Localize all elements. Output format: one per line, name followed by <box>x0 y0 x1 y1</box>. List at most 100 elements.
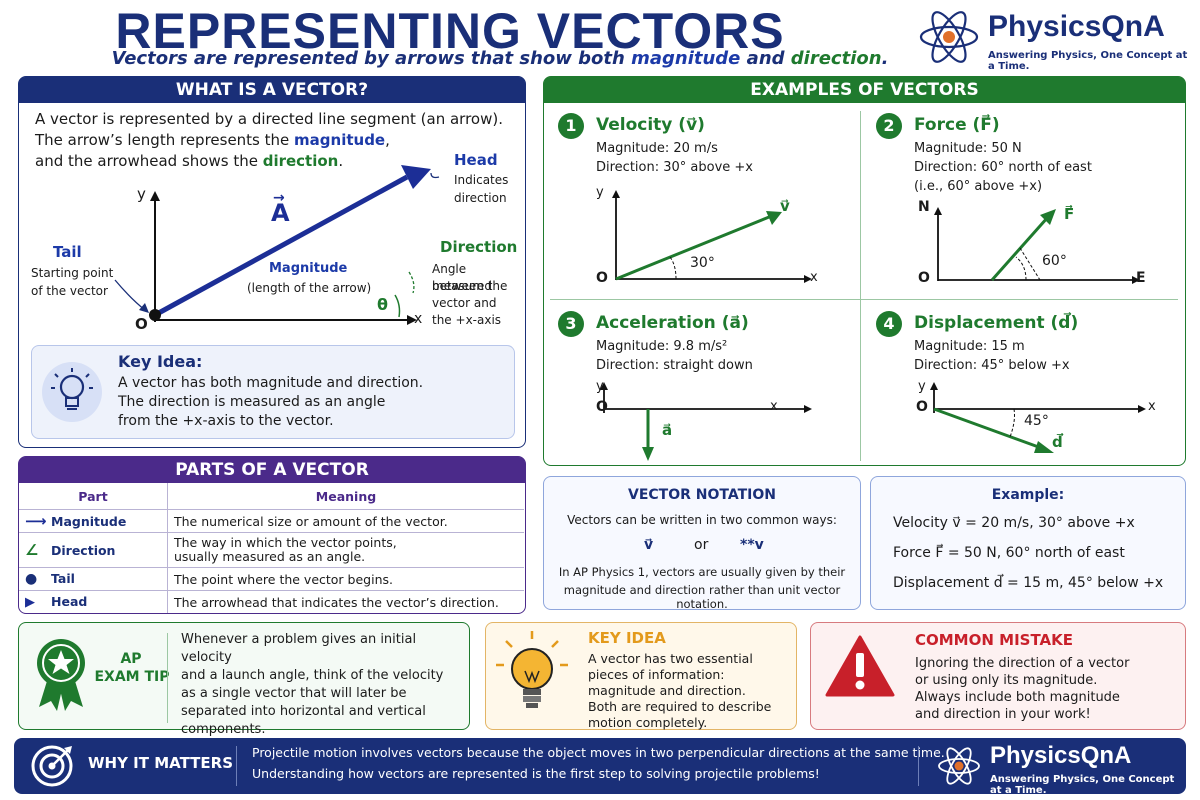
target-icon <box>31 745 73 787</box>
examples-heading: EXAMPLES OF VECTORS <box>544 77 1185 103</box>
example-4-axis-x: x <box>1148 399 1156 414</box>
arrow-right-icon: ⟶ <box>25 512 47 530</box>
theta-label: θ <box>377 295 388 314</box>
tail-desc-2: of the vector <box>31 284 108 298</box>
example-1-title: Velocity (v⃗) <box>596 115 705 135</box>
magnitude-desc: (length of the arrow) <box>247 281 372 295</box>
what-line1: A vector is represented by a directed li… <box>35 110 503 128</box>
head-label: Head <box>454 151 498 169</box>
magnitude-label: Magnitude <box>269 261 348 276</box>
notation-form1: v⃗ <box>644 537 654 553</box>
example-box-line1: Velocity v⃗ = 20 m/s, 30° above +x <box>893 515 1135 531</box>
key-idea-line1: A vector has both magnitude and directio… <box>118 375 424 391</box>
example-3-diagram <box>600 382 812 461</box>
footer-divider-2 <box>918 746 919 786</box>
footer-brand-tagline: Answering Physics, One Concept at a Time… <box>990 774 1175 796</box>
diagram-vector-label: A <box>271 199 290 227</box>
example-1-origin: O <box>596 270 608 286</box>
example-1-angle: 30° <box>690 255 715 271</box>
key-idea-2-box: KEY IDEA A vector has two essential piec… <box>485 622 797 730</box>
key-idea-2-text: A vector has two essential pieces of inf… <box>588 651 772 730</box>
table-row: ▶Head The arrowhead that indicates the v… <box>19 590 524 613</box>
tail-desc-1: Starting point <box>31 266 114 280</box>
diagram-axis-y: y <box>137 185 146 203</box>
head-desc-2: direction <box>454 191 507 205</box>
footer-line2: Understanding how vectors are represente… <box>252 766 820 781</box>
ap-tip-title2: EXAM TIP <box>94 669 170 685</box>
warning-icon <box>825 635 895 697</box>
example-1-axis-y: y <box>596 185 604 200</box>
triangle-icon: ▶ <box>25 595 35 610</box>
example-2-origin: O <box>918 270 930 286</box>
what-line2: The arrow’s length represents the magnit… <box>35 131 390 149</box>
table-row: ●Tail The point where the vector begins. <box>19 567 524 591</box>
example-3-vector: a⃗ <box>662 421 673 439</box>
example-1-diagram <box>612 190 812 283</box>
vector-diagram <box>114 165 440 325</box>
example-2-mag: Magnitude: 50 N <box>914 141 1022 156</box>
key-idea-line2: The direction is measured as an angle <box>118 394 386 410</box>
examples-hdivider <box>550 299 1178 300</box>
diagram-axis-x: x <box>414 311 423 327</box>
example-1-axis-x: x <box>810 270 818 285</box>
example-3-dir: Direction: straight down <box>596 358 753 373</box>
diagram-origin: O <box>135 315 148 333</box>
example-4-diagram <box>930 382 1146 453</box>
example-3-axis-y: y <box>596 379 604 394</box>
parts-panel: PARTS OF A VECTOR Part Meaning ⟶Magnitud… <box>18 456 526 614</box>
atom-icon <box>938 747 980 785</box>
what-is-vector-panel: WHAT IS A VECTOR? A vector is represente… <box>18 76 526 448</box>
example-2-diagram <box>934 207 1140 284</box>
page-title: REPRESENTING VECTORS <box>115 3 785 59</box>
example-4-axis-y: y <box>918 379 926 394</box>
example-4-angle: 45° <box>1024 413 1049 429</box>
key-idea-title: Key Idea: <box>118 352 203 371</box>
example-1-vector: v⃗ <box>780 197 790 215</box>
example-box-heading: Example: <box>991 487 1065 503</box>
page-subtitle: Vectors are represented by arrows that s… <box>111 48 889 69</box>
ap-tip-divider <box>167 633 168 723</box>
example-4-origin: O <box>916 399 928 415</box>
example-4-dir: Direction: 45° below +x <box>914 358 1070 373</box>
subtitle-direction: direction <box>790 48 882 69</box>
direction-desc-3: vector and <box>432 296 497 310</box>
lightbulb-icon <box>496 631 568 708</box>
mistake-title: COMMON MISTAKE <box>915 631 1073 649</box>
tail-label: Tail <box>53 243 82 261</box>
example-3-number: 3 <box>558 311 584 337</box>
example-1-number: 1 <box>558 113 584 139</box>
parts-heading: PARTS OF A VECTOR <box>19 457 525 483</box>
col-meaning: Meaning <box>167 483 524 510</box>
common-mistake-box: COMMON MISTAKE Ignoring the direction of… <box>810 622 1186 730</box>
direction-desc-2: between the <box>432 279 508 293</box>
example-2-angle: 60° <box>1042 253 1067 269</box>
footer-bar: WHY IT MATTERS Projectile motion involve… <box>14 738 1186 796</box>
what-line3: and the arrowhead shows the direction. <box>35 152 344 170</box>
direction-label: Direction <box>440 238 518 256</box>
example-4-mag: Magnitude: 15 m <box>914 339 1025 354</box>
parts-header-row: Part Meaning <box>19 483 524 510</box>
example-3-title: Acceleration (a⃗) <box>596 313 749 333</box>
example-2-axis-x: E <box>1136 270 1146 286</box>
vector-arrow-mark: → <box>273 190 285 206</box>
mistake-text: Ignoring the direction of a vector or us… <box>915 656 1130 722</box>
ap-tip-title1: AP <box>120 651 142 667</box>
footer-label: WHY IT MATTERS <box>88 754 233 772</box>
examples-vdivider <box>860 111 861 461</box>
table-row: ∠Direction The way in which the vector p… <box>19 532 524 568</box>
footer-divider-1 <box>236 746 237 786</box>
example-4-title: Displacement (d⃗) <box>914 313 1079 333</box>
ap-tip-text: Whenever a problem gives an initial velo… <box>181 632 444 737</box>
direction-desc-1: Angle measured <box>432 262 492 293</box>
example-2-number: 2 <box>876 113 902 139</box>
example-2-vector: F⃗ <box>1064 205 1075 223</box>
notation-form2: **v <box>740 537 764 553</box>
example-1-mag: Magnitude: 20 m/s <box>596 141 718 156</box>
head-desc-1: Indicates <box>454 173 509 187</box>
parts-table: Part Meaning ⟶Magnitude The numerical si… <box>19 483 524 613</box>
notation-line3: magnitude and direction rather than unit… <box>563 583 841 611</box>
notation-line2: In AP Physics 1, vectors are usually giv… <box>558 565 846 579</box>
dot-icon: ● <box>25 571 38 587</box>
example-4-number: 4 <box>876 311 902 337</box>
angle-icon: ∠ <box>25 541 39 559</box>
